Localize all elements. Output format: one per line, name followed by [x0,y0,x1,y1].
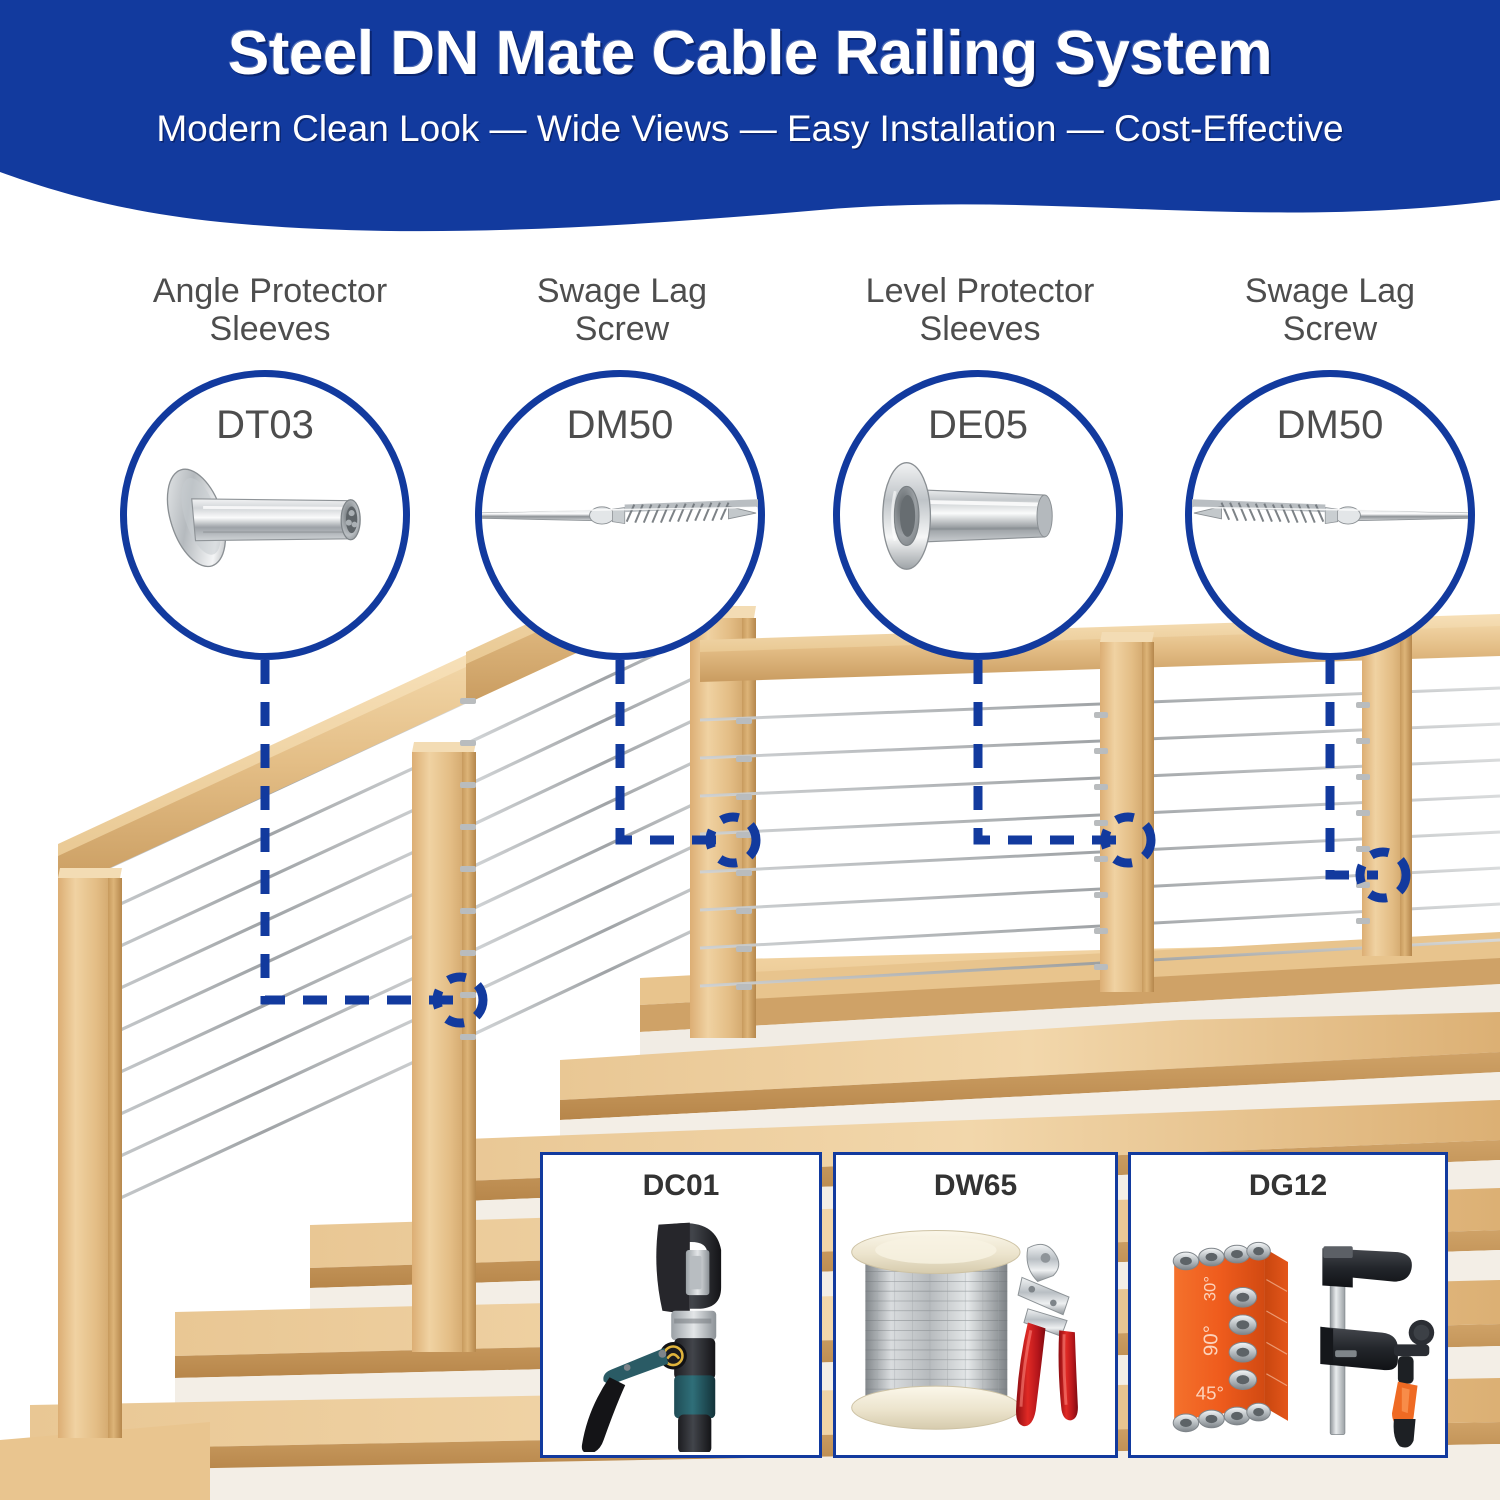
jig-angle-45: 45° [1196,1382,1224,1403]
callout-label-line2: Screw [574,310,670,349]
callout-circle-de05[interactable]: DE05 [833,370,1123,660]
callout-label-line1: Angle Protector [152,272,388,310]
product-code-dw65: DW65 [933,1169,1018,1202]
jig-angle-30: 30° [1200,1276,1219,1301]
callout-code-de05: DE05 [927,403,1029,447]
callout-label-dm50-left: Swage Lag Screw [452,272,792,349]
product-box-dg12[interactable]: DG12 [1128,1152,1448,1458]
callout-label-line1: Swage Lag [536,272,708,310]
page-title: Steel DN Mate Cable Railing System [227,19,1273,88]
product-code-dc01: DC01 [642,1169,720,1202]
callout-label-dm50-right: Swage Lag Screw [1160,272,1500,349]
callout-label-dt03: Angle Protector Sleeves [90,272,450,349]
callout-code-dm50-right: DM50 [1276,403,1384,447]
callout-circle-dt03[interactable]: DT03 [120,370,410,660]
callout-code-dm50-left: DM50 [566,403,674,447]
callout-code-dt03: DT03 [216,403,314,447]
callout-label-line2: Screw [1282,310,1378,349]
angle-protector-sleeve-icon [166,468,361,568]
product-code-dg12: DG12 [1248,1169,1328,1202]
callout-label-de05: Level Protector Sleeves [796,272,1164,349]
header-banner: Steel DN Mate Cable Railing System Moder… [0,0,1500,240]
jig-angle-90: 90° [1199,1325,1222,1356]
callout-label-line1: Swage Lag [1244,272,1416,310]
callout-label-line2: Sleeves [209,310,331,349]
swage-lag-screw-mirrored-icon [1192,499,1468,525]
cable-spool-and-cutter-icon [851,1230,1078,1430]
callout-label-line1: Level Protector [865,272,1095,310]
product-box-dw65[interactable]: DW65 [833,1152,1118,1458]
callout-circle-dm50-left[interactable]: DM50 [475,370,765,660]
drilling-guide-jig-and-clamp-icon: 30° 90° 45° [1172,1241,1435,1448]
hydraulic-crimping-tool-icon [581,1222,722,1452]
callout-label-line2: Sleeves [919,310,1041,349]
level-protector-sleeve-icon [882,461,1053,570]
swage-lag-screw-icon [482,499,758,525]
callout-circle-dm50-right[interactable]: DM50 [1185,370,1475,660]
product-box-dc01[interactable]: DC01 [540,1152,822,1458]
page-subtitle: Modern Clean Look — Wide Views — Easy In… [156,108,1344,149]
